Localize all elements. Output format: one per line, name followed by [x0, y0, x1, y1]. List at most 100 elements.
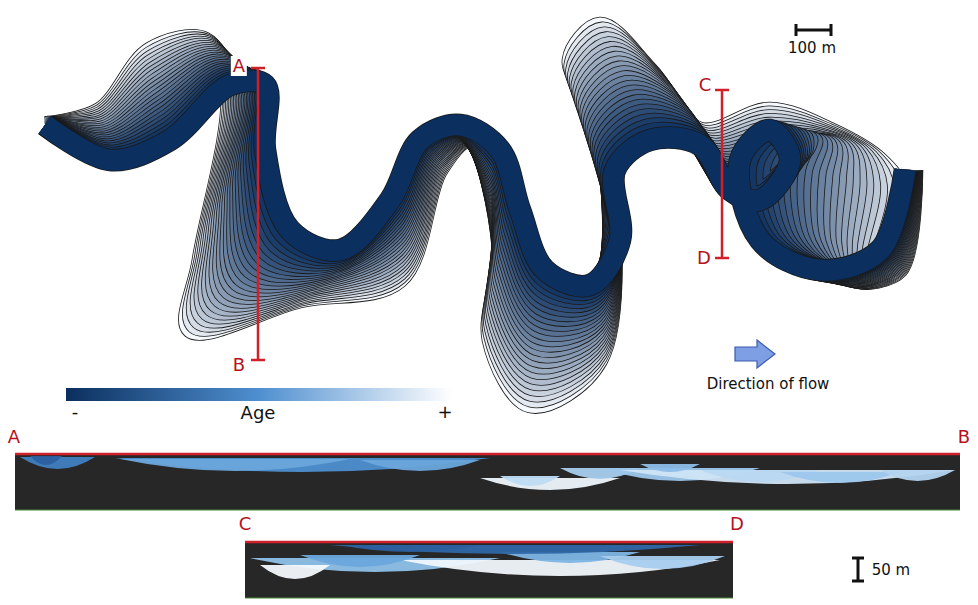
channel-position: [45, 51, 912, 371]
flow-arrow: [735, 340, 775, 368]
section-base: [245, 598, 733, 599]
section-line: [721, 90, 724, 258]
channel-fill: [45, 45, 913, 382]
channel-position: [45, 57, 911, 354]
channel-position: [45, 79, 906, 294]
channel-fill: [45, 55, 912, 359]
section-trace: [245, 541, 733, 544]
age-colorbar: [66, 388, 452, 401]
channel-fill: [45, 53, 912, 365]
channel-outline: [45, 63, 910, 337]
channel-fill: [45, 30, 915, 400]
channel-deposit: [330, 545, 700, 554]
channel-outline: [45, 53, 912, 365]
channel-position: [45, 80, 905, 290]
channel-fill: [45, 75, 907, 307]
channel-position: [45, 55, 912, 359]
channel-outline: [45, 81, 905, 286]
channel-outline: [45, 61, 910, 342]
channel-deposit: [120, 459, 350, 471]
channel-deposit: [20, 457, 95, 469]
channel-fill: [45, 61, 910, 342]
channel-deposit: [340, 545, 480, 552]
scale-label: 50 m: [872, 563, 910, 578]
section-ground: [15, 455, 960, 510]
channel-fill: [45, 73, 908, 312]
channel-outline: [45, 80, 905, 290]
channel-outline: [45, 73, 908, 312]
colorbar-title: Age: [241, 404, 276, 422]
channel-outline: [45, 76, 907, 302]
channel-outline: [45, 75, 907, 307]
section-end-label: B: [231, 355, 247, 375]
channel-deposit: [600, 556, 725, 569]
section-end-label: D: [695, 248, 713, 268]
channel-position: [45, 67, 909, 326]
channel-outline: [45, 25, 915, 406]
scale-bar: [795, 24, 832, 36]
channel-deposit: [640, 464, 700, 472]
channel-position: [45, 71, 908, 316]
channel-fill: [45, 71, 908, 316]
channel-fill: [45, 79, 906, 294]
channel-outline: [45, 51, 912, 371]
channel-position: [45, 69, 908, 321]
flow-label: Direction of flow: [707, 377, 830, 392]
channel-outline: [45, 40, 914, 388]
channel-fill: [45, 81, 905, 286]
section-base: [15, 510, 960, 511]
channel-fill: [45, 78, 906, 299]
channel-outline: [45, 45, 913, 382]
channel-outline: [45, 59, 911, 348]
channel-outline: [45, 78, 906, 299]
section-end-label: A: [8, 428, 20, 446]
channel-deposit: [30, 456, 62, 465]
channel-outline: [45, 65, 909, 332]
channel-position: [45, 75, 907, 307]
section-line: [257, 68, 260, 360]
channel-outline: [45, 71, 908, 316]
section-ground: [245, 543, 733, 598]
section-lines: [251, 68, 729, 360]
section-end-label: A: [231, 56, 247, 76]
channel-fill: [45, 67, 909, 326]
channel-position: [45, 25, 915, 406]
colorbar-min: -: [72, 403, 79, 421]
section-end-label: C: [697, 75, 714, 95]
channel-position: [45, 53, 912, 365]
channel-fill: [45, 51, 912, 371]
section-trace: [15, 453, 960, 456]
channel-fill: [45, 69, 908, 321]
channel-outline: [45, 30, 915, 400]
channel-position: [45, 81, 905, 286]
channel-deposit: [500, 476, 560, 486]
channel-position: [45, 35, 914, 394]
channel-deposit: [115, 458, 490, 472]
channel-position: [45, 78, 906, 299]
section-tick: [715, 257, 729, 260]
section-end-label: D: [730, 515, 744, 533]
channel-position: [45, 40, 914, 388]
channel-fill: [45, 59, 911, 348]
section-tick: [251, 67, 265, 70]
channel-fill: [45, 76, 907, 302]
section-end-label: C: [239, 515, 252, 533]
channel-deposit: [620, 470, 955, 484]
channel-deposit: [360, 460, 480, 471]
section-tick: [251, 359, 265, 362]
channel-deposit: [300, 555, 420, 567]
channel-position: [45, 45, 913, 382]
cross-section-cd: [245, 542, 733, 598]
channel-position: [45, 49, 913, 377]
channel-outline: [45, 69, 908, 321]
channel-fill: [45, 80, 905, 290]
channel-position: [45, 59, 911, 348]
channel-outline: [45, 57, 911, 354]
channel-deposit: [260, 565, 330, 579]
channel-migration-map: [45, 25, 915, 406]
channel-fill: [45, 57, 911, 354]
scale-label: 100 m: [788, 41, 836, 56]
cross-section-ab: [15, 454, 960, 510]
channel-position: [45, 73, 908, 312]
